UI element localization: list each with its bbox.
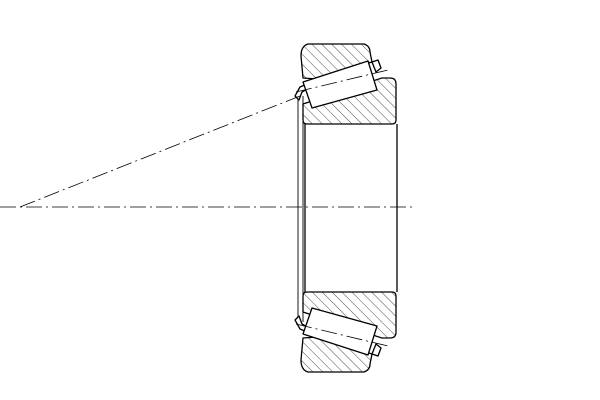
roller-axis-bottom	[295, 323, 389, 347]
bottom-half-section	[295, 291, 397, 373]
top-half-section	[295, 43, 397, 125]
pressure-line	[19, 95, 301, 208]
cage-rib-top	[371, 59, 382, 73]
roller-bottom	[302, 307, 378, 356]
roller-top	[302, 60, 378, 109]
roller-axis-top	[295, 69, 389, 93]
bore-lines	[297, 96, 398, 322]
cage-rib-bottom	[371, 343, 382, 357]
